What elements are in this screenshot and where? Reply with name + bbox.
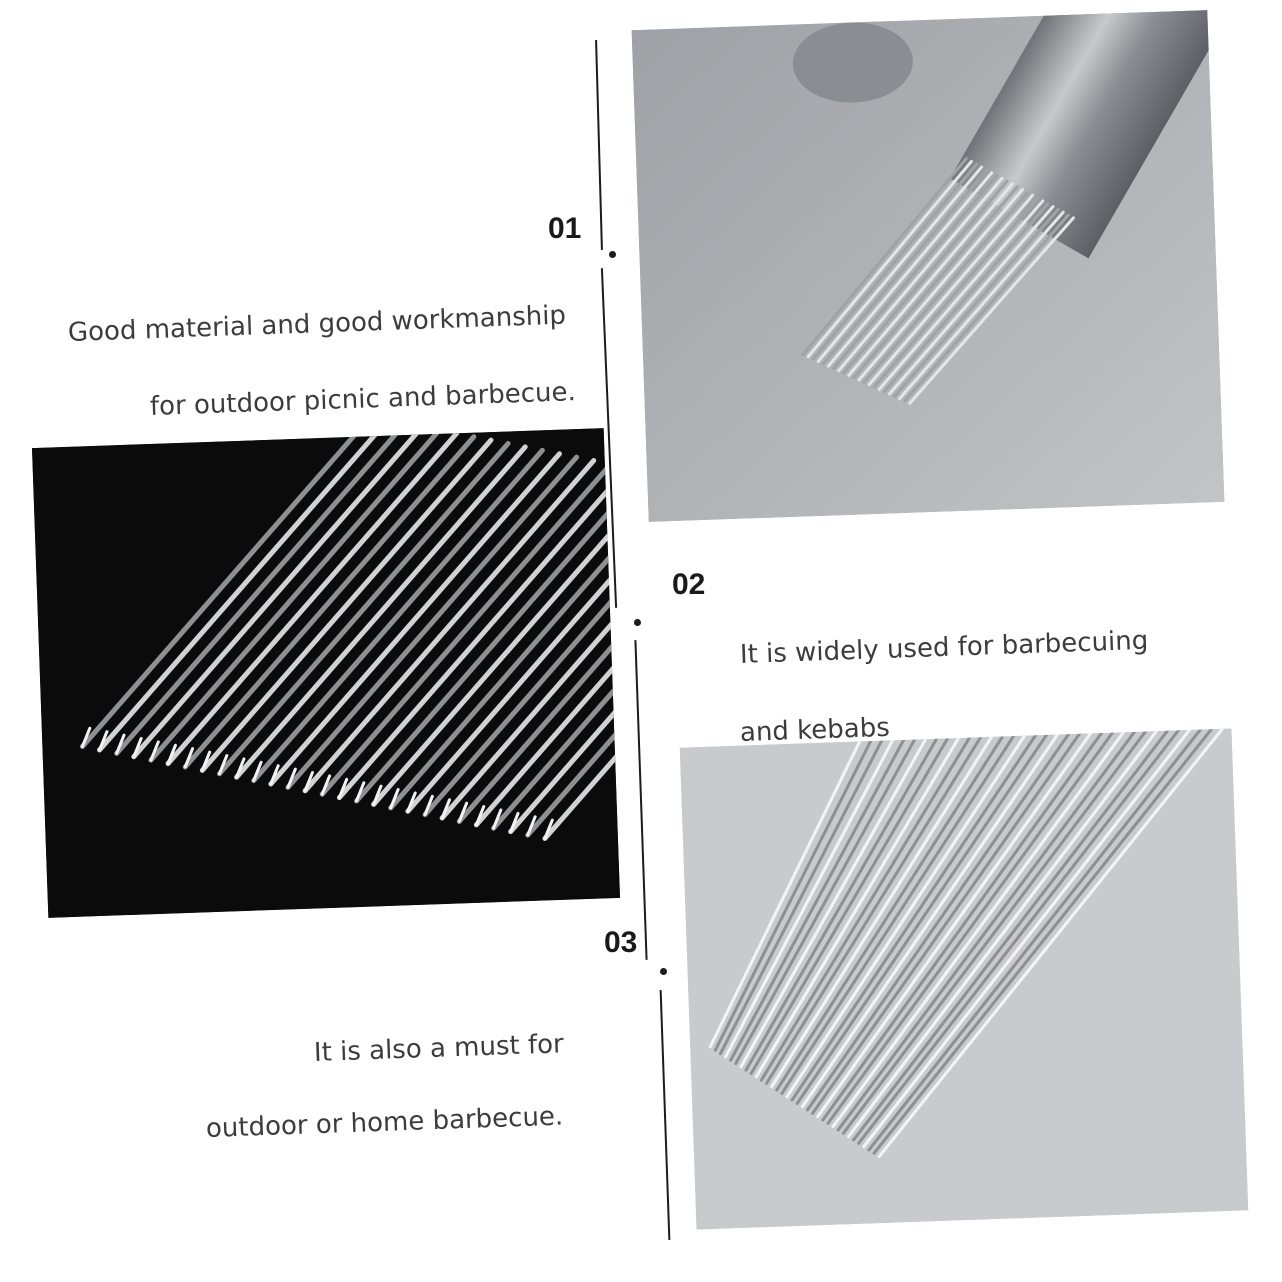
step-01-caption-line2: for outdoor picnic and barbecue. [149, 377, 577, 422]
timeline-segment-4 [659, 990, 671, 1240]
step-02-caption-line1: It is widely used for barbecuing [739, 625, 1149, 670]
step-number-03: 03 [604, 926, 638, 959]
step-number-02: 02 [672, 568, 706, 601]
timeline-dot-1 [609, 251, 616, 258]
step-03-caption-line1: It is also a must for [313, 1029, 565, 1068]
timeline-dot-2 [634, 619, 641, 626]
timeline-segment-3 [634, 640, 648, 960]
timeline-segment-1 [595, 40, 603, 250]
step-03-caption-line2: outdoor or home barbecue. [205, 1101, 564, 1144]
step-number-01: 01 [548, 212, 582, 245]
photo-skewer-tips-dark [31, 428, 621, 918]
timeline-dot-3 [660, 968, 667, 975]
photo-long-skewers-light [679, 728, 1249, 1230]
photo-skewer-bundle-tube [631, 10, 1225, 522]
step-01-caption-line1: Good material and good workmanship [67, 300, 567, 348]
